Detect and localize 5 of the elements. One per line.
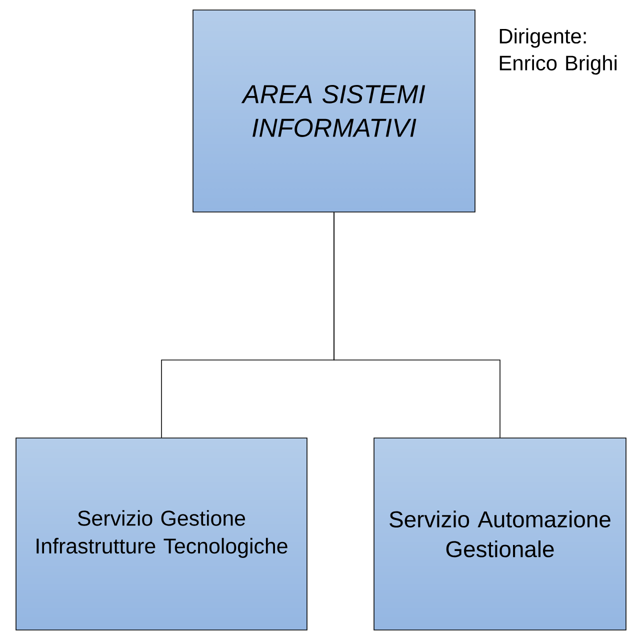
org-box: Servizio Automazione Gestionale [374, 438, 626, 630]
note-text: Dirigente: Enrico Brighi [500, 28, 617, 75]
org-box: Servizio Gestione Infrastrutture Tecnologiche [16, 438, 308, 630]
org-box: AREA SISTEMI INFORMATIVI [192, 10, 476, 212]
connector-line [334, 212, 500, 438]
